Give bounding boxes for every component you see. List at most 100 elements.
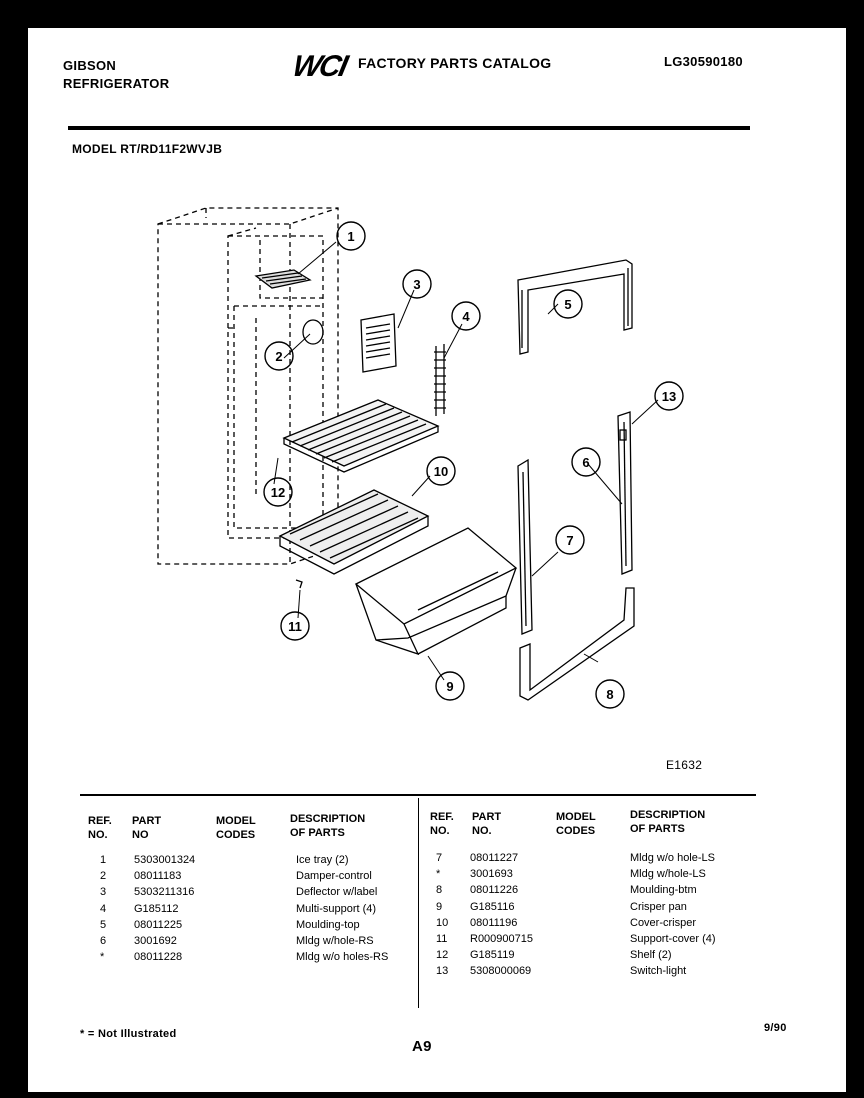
multi-support <box>434 344 446 416</box>
right-part-cell: 5308000069 <box>470 965 532 978</box>
catalog-title: FACTORY PARTS CATALOG <box>358 55 552 71</box>
callout-10: 10 <box>434 464 448 479</box>
callout-circles <box>263 221 684 709</box>
left-desc-cell: Mldg w/hole-RS <box>296 934 374 947</box>
left-part-cell: 08011228 <box>134 951 183 964</box>
right-ref-cell: 13 <box>436 965 449 978</box>
right-part-cell: 08011227 <box>470 852 519 864</box>
callout-9: 9 <box>446 679 453 694</box>
left-ref-column: 1 2 3 4 5 6 * <box>100 852 106 965</box>
right-desc-cell: Cover-crisper <box>630 916 697 929</box>
left-desc-cell: Ice tray (2) <box>296 854 349 866</box>
figure-code: E1632 <box>666 758 703 772</box>
right-ref-column: 7 * 8 9 10 11 12 13 <box>436 850 448 980</box>
left-ref-cell: * <box>100 951 105 964</box>
callout-6: 6 <box>582 455 589 470</box>
callout-7: 7 <box>566 533 573 548</box>
table-divider <box>418 798 419 1008</box>
left-desc-cell: Mldg w/o holes-RS <box>296 951 389 964</box>
right-part-cell: 3001693 <box>470 868 513 881</box>
left-part-cell: 5303211316 <box>134 886 195 899</box>
left-side-moulding <box>517 458 533 635</box>
right-desc-cell: Crisper pan <box>630 900 687 913</box>
left-ref-cell: 6 <box>100 934 107 947</box>
page-number: A9 <box>412 1038 432 1055</box>
right-ref-cell: 7 <box>436 852 443 864</box>
left-part-cell: 08011225 <box>134 918 183 931</box>
right-desc-cell: Mldg w/hole-LS <box>630 868 706 881</box>
right-part-cell: R000900715 <box>470 932 534 945</box>
callout-3: 3 <box>413 277 420 292</box>
catalog-page: GIBSON REFRIGERATOR WCI FACTORY PARTS CA… <box>28 28 846 1092</box>
callout-2: 2 <box>275 349 282 364</box>
right-part-cell: 08011196 <box>470 916 518 929</box>
right-part-cell: G185119 <box>470 949 515 962</box>
left-part-cell: 08011183 <box>134 870 182 883</box>
left-part-cell: 3001692 <box>134 934 177 947</box>
callout-11: 11 <box>288 619 302 634</box>
right-desc-cell: Shelf (2) <box>630 949 672 962</box>
crisper-pan <box>354 527 518 656</box>
left-header-ref: REF.NO. <box>88 815 112 841</box>
right-part-cell: 08011226 <box>470 884 519 897</box>
right-header-ref: REF.NO. <box>430 811 454 837</box>
left-part-cell: G185112 <box>134 902 179 915</box>
callout-13: 13 <box>662 389 676 404</box>
left-ref-cell: 1 <box>100 854 107 866</box>
moulding-top <box>517 259 633 355</box>
left-part-cell: 5303001324 <box>134 854 196 866</box>
right-side-moulding <box>617 411 633 575</box>
right-ref-cell: 11 <box>436 932 448 945</box>
right-ref-cell: 10 <box>436 916 449 929</box>
header-rule <box>68 126 750 130</box>
left-ref-cell: 2 <box>100 870 107 883</box>
right-desc-cell: Support-cover (4) <box>630 932 716 945</box>
left-ref-cell: 4 <box>100 902 107 915</box>
revision-date: 9/90 <box>764 1022 787 1034</box>
cabinet-outline <box>157 207 339 565</box>
callout-12: 12 <box>271 485 285 500</box>
left-desc-cell: Moulding-top <box>296 918 360 931</box>
left-ref-cell: 5 <box>100 918 107 931</box>
shelf <box>282 399 440 473</box>
damper-control <box>302 319 324 345</box>
right-desc-cell: Switch-light <box>630 965 687 978</box>
callout-5: 5 <box>564 297 571 312</box>
left-ref-cell: 3 <box>100 886 107 899</box>
left-desc-cell: Deflector w/label <box>296 886 378 899</box>
crisper-cover <box>278 489 430 575</box>
callout-1: 1 <box>347 229 354 244</box>
right-desc-cell: Moulding-btm <box>630 884 697 897</box>
right-ref-cell: 12 <box>436 949 449 962</box>
brand-name: GIBSON <box>63 58 117 73</box>
right-ref-cell: 9 <box>436 900 443 913</box>
product-type: REFRIGERATOR <box>63 76 170 91</box>
support-cover <box>295 579 303 589</box>
callout-4: 4 <box>462 309 470 324</box>
right-desc-column: Mldg w/o hole-LS Mldg w/hole-LS Moulding-b… <box>630 850 716 980</box>
parts-diagram: 1 2 3 4 5 6 7 8 9 10 11 12 13 <box>157 207 684 709</box>
callout-8: 8 <box>606 687 613 702</box>
table-rule <box>80 794 756 796</box>
bottom-moulding <box>519 587 635 701</box>
left-desc-cell: Multi-support (4) <box>296 902 377 915</box>
left-desc-cell: Damper-control <box>296 870 372 883</box>
footnote: * = Not Illustrated <box>80 1028 177 1040</box>
ice-tray <box>254 269 312 289</box>
model-number: MODEL RT/RD11F2WVJB <box>72 142 223 156</box>
right-ref-cell: * <box>436 868 441 881</box>
right-part-cell: G185116 <box>470 900 515 913</box>
deflector <box>360 313 397 373</box>
right-desc-cell: Mldg w/o hole-LS <box>630 852 715 864</box>
document-id: LG30590180 <box>664 54 743 69</box>
right-ref-cell: 8 <box>436 884 443 897</box>
